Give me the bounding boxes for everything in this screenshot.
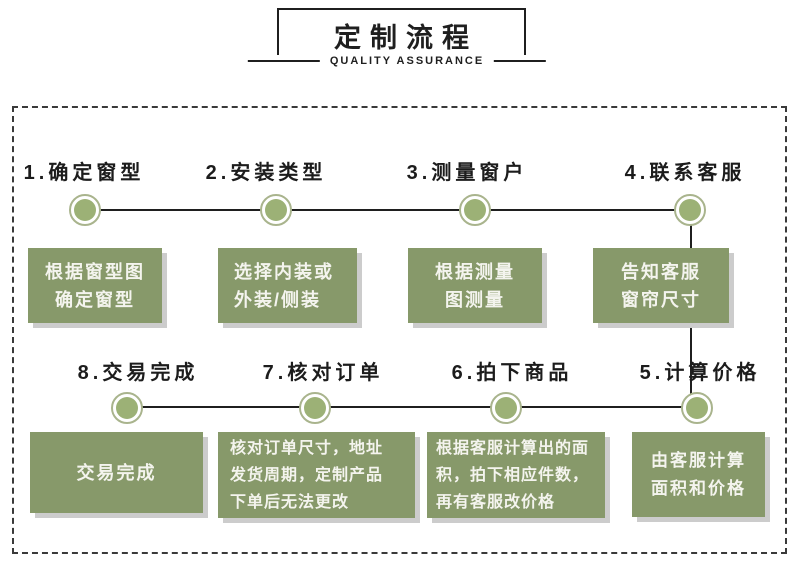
step-8-label: 8.交易完成: [77, 362, 199, 384]
flow-line-row2: [127, 406, 697, 408]
step-6-box: 根据客服计算出的面 积，拍下相应件数， 再有客服改价格: [427, 432, 605, 518]
divider-line-right: [494, 60, 547, 62]
step-3-label: 3.测量窗户: [406, 162, 528, 184]
step-6-label: 6.拍下商品: [451, 362, 573, 384]
step-3-marker: [459, 194, 491, 226]
flow-line-row1: [85, 209, 690, 211]
step-7-marker: [299, 392, 331, 424]
step-1-box: 根据窗型图 确定窗型: [28, 248, 162, 323]
step-2-box: 选择内装或 外装/侧装: [218, 248, 357, 323]
step-1-label: 1.确定窗型: [23, 162, 145, 184]
divider-line-left: [247, 60, 320, 62]
subtitle: QUALITY ASSURANCE: [329, 55, 485, 67]
step-5-label: 5.计算价格: [639, 362, 761, 384]
flow-border: [12, 106, 787, 554]
title-banner: 定制流程: [277, 8, 526, 55]
step-4-box: 告知客服 窗帘尺寸: [593, 248, 729, 323]
page-title: 定制流程: [334, 23, 478, 53]
step-6-marker: [490, 392, 522, 424]
step-8-marker: [111, 392, 143, 424]
step-4-label: 4.联系客服: [624, 162, 746, 184]
step-4-marker: [674, 194, 706, 226]
step-1-marker: [69, 194, 101, 226]
step-3-box: 根据测量 图测量: [408, 248, 542, 323]
step-7-box: 核对订单尺寸，地址 发货周期，定制产品 下单后无法更改: [218, 432, 415, 518]
quality-assurance: QUALITY ASSURANCE: [247, 52, 547, 70]
step-5-box: 由客服计算 面积和价格: [632, 432, 765, 517]
step-5-marker: [681, 392, 713, 424]
step-2-label: 2.安装类型: [205, 162, 327, 184]
step-7-label: 7.核对订单: [262, 362, 384, 384]
step-8-box: 交易完成: [30, 432, 203, 513]
step-2-marker: [260, 194, 292, 226]
